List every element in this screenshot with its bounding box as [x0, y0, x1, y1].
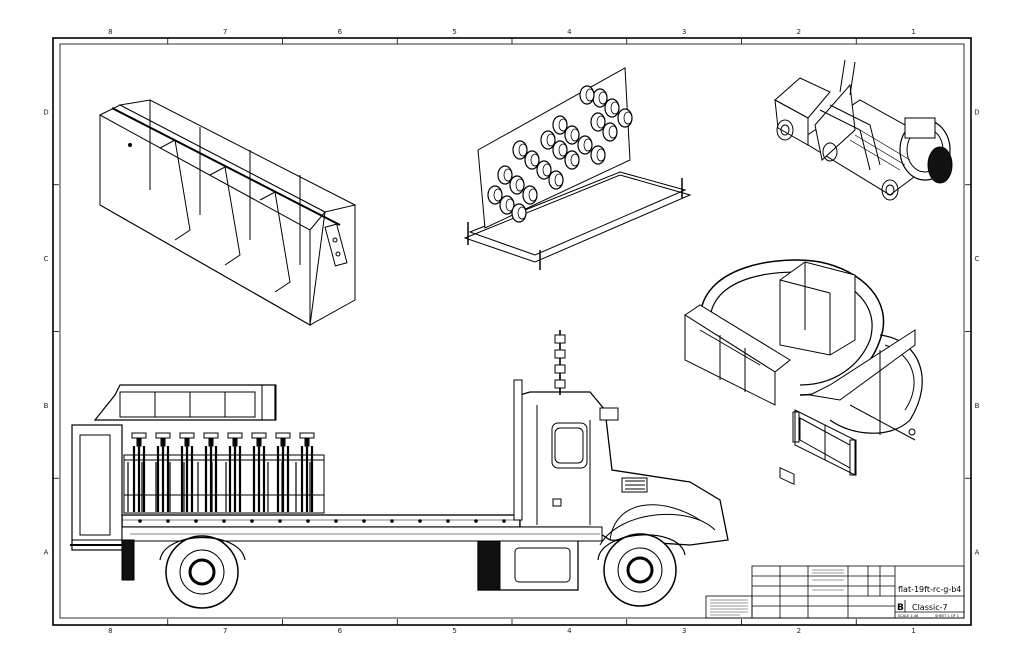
deck-bolt [222, 519, 226, 523]
cone-on-rack [509, 175, 525, 195]
deck-bolt [474, 519, 478, 523]
zone-row-label: A [975, 549, 980, 557]
cone-rack-view [463, 67, 692, 270]
zone-column-label: 4 [567, 627, 572, 635]
cone-side [203, 432, 219, 512]
deck-bolt [166, 519, 170, 523]
cone-side [179, 432, 195, 512]
zone-column-label: 5 [452, 28, 456, 36]
cone-on-rack [552, 115, 568, 135]
zone-row-label: D [974, 108, 979, 116]
zone-row-label: C [975, 255, 980, 263]
cone-on-rack [540, 130, 556, 150]
truck-isometric-view [774, 59, 953, 485]
zone-column-label: 7 [223, 28, 227, 36]
bin-box-view [99, 99, 357, 327]
truck-side-view [70, 330, 729, 609]
sheet-label: SHEET 1 OF 1 [935, 614, 959, 618]
cone-on-rack [522, 185, 538, 205]
title-block: flat-19ft-rc-g-b4 B Classic-7 SCALE 1:48… [705, 565, 965, 619]
deck-bolt [306, 519, 310, 523]
scale-label: SCALE 1:48 [898, 614, 918, 618]
zone-column-label: 4 [567, 28, 572, 36]
deck-bolt [334, 519, 338, 523]
cone-on-rack [552, 140, 568, 160]
cone-on-rack [590, 112, 606, 132]
zone-column-label: 8 [108, 28, 112, 36]
zone-column-label: 2 [797, 627, 801, 635]
zone-column-label: 1 [911, 627, 915, 635]
deck-bolt [446, 519, 450, 523]
zone-column-label: 1 [911, 28, 915, 36]
zone-column-label: 6 [338, 627, 343, 635]
drawing-number: flat-19ft-rc-g-b4 [898, 585, 961, 594]
deck-bolt [362, 519, 366, 523]
cone-on-rack [564, 150, 580, 170]
cone-on-rack [592, 88, 608, 108]
zone-row-label: C [44, 255, 49, 263]
zone-column-label: 3 [682, 627, 686, 635]
cone-on-rack [577, 135, 593, 155]
zone-row-label: A [44, 549, 49, 557]
cone-side [131, 432, 147, 512]
deck-bolt [138, 519, 142, 523]
deck-bolt [250, 519, 254, 523]
chassis-name: Classic-7 [912, 603, 948, 612]
cone-on-rack [487, 185, 503, 205]
cone-on-rack [604, 98, 620, 118]
hose-reel-view [684, 259, 923, 476]
cone-side [275, 432, 291, 512]
cone-on-rack [497, 165, 513, 185]
deck-bolt [418, 519, 422, 523]
zone-column-label: 6 [338, 28, 343, 36]
zone-column-label: 7 [223, 627, 227, 635]
deck-bolt [194, 519, 198, 523]
cone-side [155, 432, 171, 512]
cone-side [299, 432, 315, 512]
cone-on-rack [524, 150, 540, 170]
sheet-size: B [897, 603, 904, 613]
zone-column-label: 5 [452, 627, 456, 635]
zone-column-label: 8 [108, 627, 112, 635]
deck-bolt [390, 519, 394, 523]
zone-row-label: B [975, 402, 980, 410]
cone-on-rack [579, 85, 595, 105]
deck-bolt [502, 519, 506, 523]
zone-row-label: B [44, 402, 49, 410]
deck-bolt [278, 519, 282, 523]
cone-on-rack [511, 203, 527, 223]
cone-on-rack [602, 122, 618, 142]
cone-on-rack [548, 170, 564, 190]
zone-row-label: D [43, 108, 48, 116]
zone-column-label: 2 [797, 28, 801, 36]
cone-on-rack [536, 160, 552, 180]
zone-column-label: 3 [682, 28, 686, 36]
cone-on-rack [512, 140, 528, 160]
cone-on-rack [590, 145, 606, 165]
cone-on-rack [564, 125, 580, 145]
cone-on-rack [499, 195, 515, 215]
cone-on-rack [617, 108, 633, 128]
